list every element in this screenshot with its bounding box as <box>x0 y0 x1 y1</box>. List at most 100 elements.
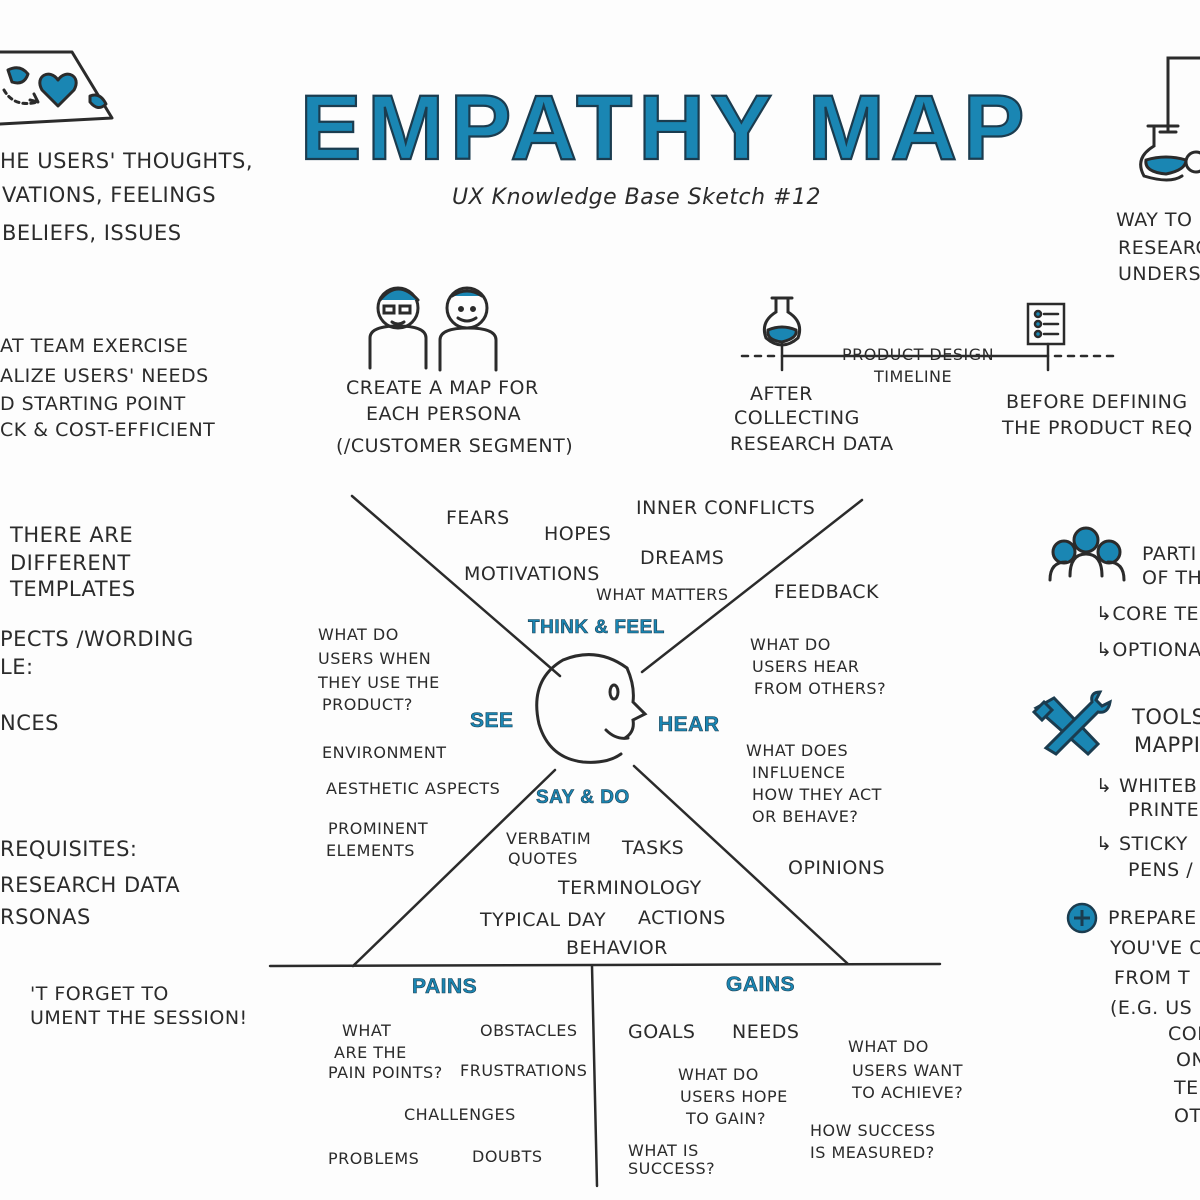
prepare-line-2: YOU'VE C <box>1110 937 1200 959</box>
gains-success-1: WHAT IS <box>628 1141 699 1160</box>
persona-line-3: (/CUSTOMER SEGMENT) <box>336 435 574 457</box>
gains-want-3: TO ACHIEVE? <box>852 1083 964 1102</box>
see-item-aesthetic: AESTHETIC ASPECTS <box>326 779 501 798</box>
gains-hope-3: TO GAIN? <box>686 1109 766 1128</box>
subtitle: UX Knowledge Base Sketch #12 <box>452 185 821 210</box>
hear-question1-2: USERS HEAR <box>752 657 860 676</box>
gains-want-2: USERS WANT <box>852 1061 963 1080</box>
persona-line-2: EACH PERSONA <box>366 403 522 425</box>
head-icon <box>535 653 648 764</box>
gains-label: GAINS <box>726 973 796 997</box>
requisites-line-3: RSONAS <box>0 905 91 929</box>
pains-item-frustrations: FRUSTRATIONS <box>460 1061 588 1080</box>
think-feel-item-conflicts: INNER CONFLICTS <box>636 497 816 519</box>
definition-line-2: VATIONS, FEELINGS <box>2 183 217 207</box>
templates-line-3: TEMPLATES <box>10 577 136 601</box>
after-line-2: COLLECTING <box>734 407 860 429</box>
say-do-item-tasks: TASKS <box>622 837 685 859</box>
after-line-1: AFTER <box>750 383 813 405</box>
see-question-4: PRODUCT? <box>322 695 413 714</box>
exercise-line-4: CK & COST-EFFICIENT <box>0 419 216 441</box>
pains-question-1: WHAT <box>342 1021 392 1040</box>
prepare-line-5: COM <box>1168 1023 1200 1045</box>
think-feel-item-fears: FEARS <box>446 507 510 529</box>
team-icon <box>1048 526 1126 582</box>
say-do-item-terminology: TERMINOLOGY <box>558 877 702 899</box>
say-do-item-behavior: BEHAVIOR <box>566 937 668 959</box>
quadrant-label-see: SEE <box>470 709 514 733</box>
see-item-elements: ELEMENTS <box>326 841 415 860</box>
think-feel-item-motivations: MOTIVATIONS <box>464 563 600 585</box>
say-do-item-actions: ACTIONS <box>638 907 726 929</box>
quadrant-label-say-do: SAY & DO <box>536 787 630 809</box>
plus-circle-icon <box>1066 902 1098 934</box>
templates-line-2: DIFFERENT <box>10 551 131 575</box>
gains-item-needs: NEEDS <box>732 1021 800 1043</box>
map-heart-icon <box>0 50 114 126</box>
before-line-1: BEFORE DEFINING <box>1006 391 1188 413</box>
definition-line-3: BELIEFS, ISSUES <box>2 221 182 245</box>
say-do-verbatim-2: QUOTES <box>508 849 578 868</box>
timeline-label-2: TIMELINE <box>874 367 953 386</box>
page-title: EMPATHY MAP <box>299 77 1031 179</box>
after-line-3: RESEARCH DATA <box>730 433 894 455</box>
see-question-1: WHAT DO <box>318 625 399 644</box>
way-line-3: UNDERST <box>1118 263 1200 285</box>
think-feel-item-dreams: DREAMS <box>640 547 725 569</box>
before-line-2: THE PRODUCT REQ <box>1002 417 1193 439</box>
tools-line-1: TOOLS <box>1132 705 1200 729</box>
pains-item-challenges: CHALLENGES <box>404 1105 516 1124</box>
say-do-verbatim-1: VERBATIM <box>506 829 592 848</box>
tools-line-2: MAPPIN <box>1134 733 1200 757</box>
prepare-line-3: FROM T <box>1114 967 1191 989</box>
gains-hope-2: USERS HOPE <box>680 1087 788 1106</box>
whiteboard-line-1: ↳ WHITEB <box>1096 775 1198 797</box>
templates-line-1: THERE ARE <box>10 523 134 547</box>
way-line-2: RESEARC <box>1118 237 1200 259</box>
definition-line-1: HE USERS' THOUGHTS, <box>0 149 253 173</box>
prepare-line-4: (E.G. US <box>1110 997 1193 1019</box>
pains-item-obstacles: OBSTACLES <box>480 1021 578 1040</box>
pains-question-3: PAIN POINTS? <box>328 1063 443 1082</box>
quadrant-label-think-feel: THINK & FEEL <box>528 617 665 639</box>
persona-line-1: CREATE A MAP FOR <box>346 377 539 399</box>
pains-item-problems: PROBLEMS <box>328 1149 420 1168</box>
see-item-environment: ENVIRONMENT <box>322 743 447 762</box>
exercise-line-3: D STARTING POINT <box>0 393 186 415</box>
forget-line-1: 'T FORGET TO <box>30 983 169 1005</box>
hear-question1-1: WHAT DO <box>750 635 831 654</box>
see-item-prominent: PROMINENT <box>328 819 429 838</box>
see-question-3: THEY USE THE <box>318 673 440 692</box>
hear-question2-3: HOW THEY ACT <box>752 785 882 804</box>
gains-hope-1: WHAT DO <box>678 1065 759 1084</box>
pains-question-2: ARE THE <box>334 1043 407 1062</box>
gains-item-goals: GOALS <box>628 1021 696 1043</box>
checklist-icon <box>1026 302 1066 346</box>
nces-text: NCES <box>0 711 59 735</box>
think-feel-item-matters: WHAT MATTERS <box>596 585 729 604</box>
hear-question1-3: FROM OTHERS? <box>754 679 887 698</box>
hear-question2-4: OR BEHAVE? <box>752 807 859 826</box>
requisites-line-1: REQUISITES: <box>0 837 138 861</box>
whiteboard-line-2: PRINTE <box>1128 799 1200 821</box>
way-line-1: WAY TO <box>1116 209 1193 231</box>
see-question-2: USERS WHEN <box>318 649 432 668</box>
timeline-label-1: PRODUCT DESIGN <box>842 345 995 364</box>
gains-measured-2: IS MEASURED? <box>810 1143 935 1162</box>
beaker-icon <box>1139 56 1200 182</box>
participants-line-2: OF TH <box>1142 567 1200 589</box>
aspects-line-1: PECTS /WORDING <box>0 627 194 651</box>
forget-line-2: UMENT THE SESSION! <box>30 1007 248 1029</box>
timeline <box>740 342 1117 372</box>
empathy-map-grid <box>268 494 942 1188</box>
prepare-line-7: TE <box>1174 1077 1199 1099</box>
exercise-line-2: ALIZE USERS' NEEDS <box>0 365 209 387</box>
sticky-line-2: PENS / <box>1128 859 1194 881</box>
prepare-line-1: PREPARE <box>1108 907 1197 929</box>
pains-label: PAINS <box>412 975 478 999</box>
hear-item-feedback: FEEDBACK <box>774 581 879 603</box>
hear-item-opinions: OPINIONS <box>788 857 886 879</box>
pains-item-doubts: DOUBTS <box>472 1147 543 1166</box>
core-line-1: ↳CORE TE <box>1096 603 1199 625</box>
